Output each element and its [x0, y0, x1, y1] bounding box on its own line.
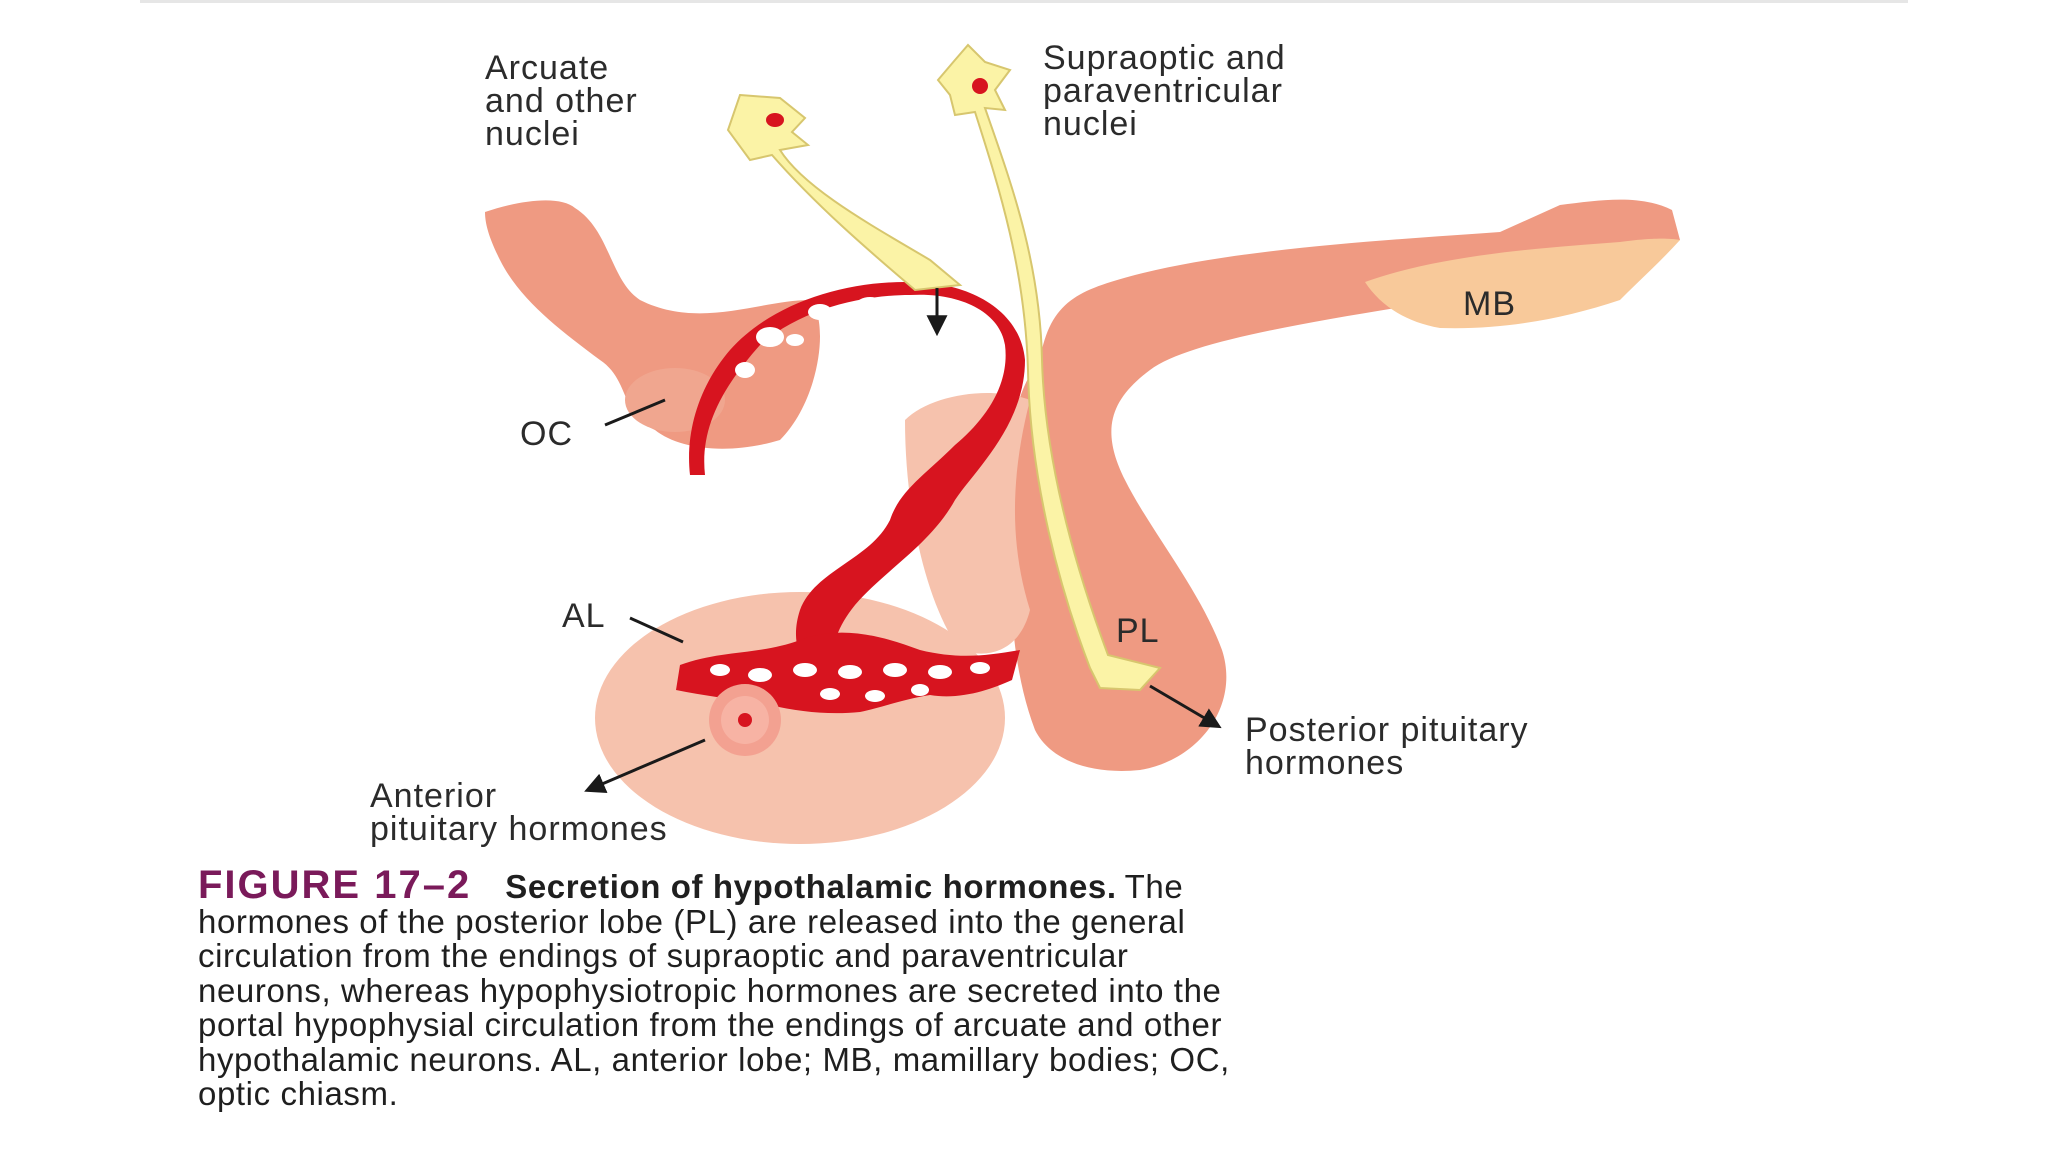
mb-label: MB [1463, 285, 1516, 323]
arcuate-nuclei-label: Arcuate and other nuclei [485, 49, 638, 153]
al-label: AL [562, 597, 606, 635]
caption-line: hormones of the posterior lobe (PL) are … [198, 902, 1186, 940]
al-pointer [629, 616, 684, 644]
supraoptic-nuclei-label: Supraoptic and paraventricular nuclei [1043, 39, 1286, 143]
capillary-holes [710, 297, 990, 702]
caption-line: circulation from the endings of supraopt… [198, 937, 1129, 974]
portal-vessel [689, 281, 1025, 672]
figure-caption: FIGURE 17–2 Secretion of hypothalamic hor… [198, 865, 1848, 1112]
pituitary-stalk [905, 392, 1030, 654]
caption-first-line: FIGURE 17–2 Secretion of hypothalamic hor… [198, 865, 1848, 905]
posterior-lobe [1009, 199, 1680, 771]
supraoptic-neuron-nucleus [972, 78, 988, 94]
posterior-hormone-arrow [1149, 684, 1222, 729]
oc-pointer [604, 398, 666, 427]
figure-number: FIGURE 17–2 [198, 863, 472, 907]
caption-line: hypothalamic neurons. AL, anterior lobe;… [198, 1040, 1230, 1078]
figure-title: Secretion of hypothalamic hormones. [505, 868, 1117, 905]
hypothalamus-pituitary-diagram [485, 43, 1680, 844]
pl-label: PL [1116, 612, 1160, 650]
mamillary-body [1365, 238, 1680, 329]
caption-first-line-rest: The [1124, 868, 1184, 905]
arcuate-neuron-nucleus [766, 113, 784, 127]
top-divider [140, 0, 1908, 3]
anterior-hormone-arrow [584, 738, 706, 794]
supraoptic-neuron [936, 43, 1162, 692]
anterior-pituitary-cell-nucleus [738, 713, 752, 727]
caption-line: optic chiasm. [198, 1075, 399, 1112]
posterior-pituitary-hormones-label: Posterior pituitary hormones [1245, 711, 1529, 782]
optic-chiasm [485, 200, 820, 449]
oc-label: OC [520, 415, 573, 453]
caption-line: neurons, whereas hypophysiotropic hormon… [198, 971, 1222, 1009]
caption-line: portal hypophysial circulation from the … [198, 1006, 1223, 1043]
arcuate-neuron [726, 93, 963, 292]
anterior-pituitary-hormones-label: Anterior pituitary hormones [370, 777, 668, 848]
